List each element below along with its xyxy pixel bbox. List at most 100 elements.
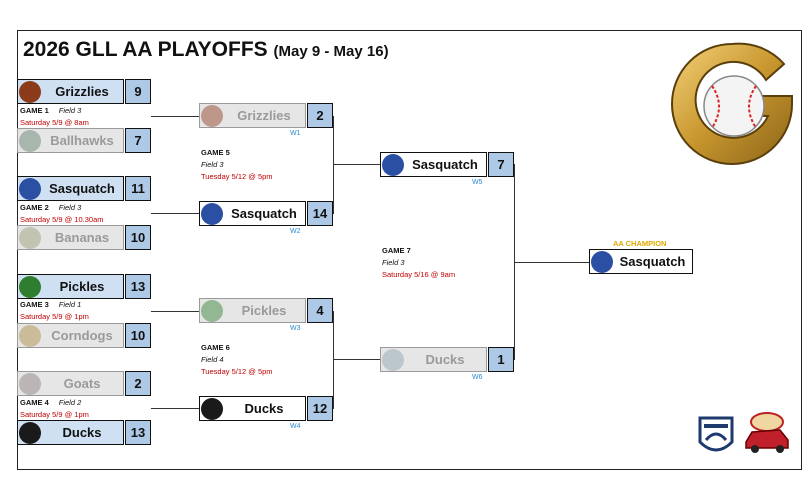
game3-info: GAME 3 Field 1 Saturday 5/9 @ 1pm bbox=[20, 299, 89, 323]
r1-g2-bottom-team[interactable]: Bananas 10 bbox=[17, 225, 151, 250]
corndogs-logo-icon bbox=[19, 324, 41, 347]
team-score: 2 bbox=[125, 371, 151, 396]
date-label: Tuesday 5/12 @ 5pm bbox=[201, 367, 273, 376]
game-label: GAME 4 bbox=[20, 398, 49, 407]
title-dates: (May 9 - May 16) bbox=[273, 43, 389, 60]
team-name: Grizzlies bbox=[237, 108, 291, 123]
little-league-logo-icon bbox=[694, 414, 738, 458]
game5-info: GAME 5 Field 3 Tuesday 5/12 @ 5pm bbox=[201, 147, 273, 183]
team-name: Pickles bbox=[59, 279, 105, 294]
ducks-logo-icon bbox=[382, 348, 404, 371]
r1-g4-bottom-team[interactable]: Ducks 13 bbox=[17, 420, 151, 445]
game-label: GAME 5 bbox=[201, 148, 230, 157]
sasquatch-logo-icon bbox=[19, 177, 41, 200]
game-label: GAME 1 bbox=[20, 106, 49, 115]
team-score: 10 bbox=[125, 323, 151, 348]
r2-w3-team[interactable]: Pickles 4 bbox=[199, 298, 333, 323]
ducks-logo-icon bbox=[201, 397, 223, 420]
team-name: Grizzlies bbox=[55, 84, 109, 99]
team-score: 1 bbox=[488, 347, 514, 372]
team-score: 4 bbox=[307, 298, 333, 323]
goats-logo-icon bbox=[19, 372, 41, 395]
r1-g3-bottom-team[interactable]: Corndogs 10 bbox=[17, 323, 151, 348]
team-name: Bananas bbox=[54, 230, 110, 245]
game6-info: GAME 6 Field 4 Tuesday 5/12 @ 5pm bbox=[201, 342, 273, 378]
sasquatch-logo-icon bbox=[382, 153, 404, 176]
game-label: GAME 2 bbox=[20, 203, 49, 212]
final-w6-team[interactable]: Ducks 1 bbox=[380, 347, 514, 372]
date-label: Saturday 5/9 @ 1pm bbox=[20, 312, 89, 321]
team-name: Sasquatch bbox=[619, 254, 686, 269]
team-score: 7 bbox=[488, 152, 514, 177]
r1-g4-top-team[interactable]: Goats 2 bbox=[17, 371, 151, 396]
team-score: 13 bbox=[125, 274, 151, 299]
date-label: Saturday 5/9 @ 8am bbox=[20, 118, 89, 127]
winner-slot-label: W6 bbox=[472, 374, 483, 381]
page-title: 2026 GLL AA PLAYOFFS (May 9 - May 16) bbox=[23, 38, 389, 62]
sasquatch-logo-icon bbox=[591, 250, 613, 273]
champion-label: AA CHAMPION bbox=[613, 239, 667, 248]
connector bbox=[333, 116, 334, 214]
game7-info: GAME 7 Field 3 Saturday 5/16 @ 9am bbox=[382, 245, 455, 281]
game-label: GAME 7 bbox=[382, 246, 411, 255]
connector bbox=[151, 311, 199, 312]
team-score: 13 bbox=[125, 420, 151, 445]
field-label: Field 3 bbox=[382, 258, 405, 267]
team-score: 7 bbox=[125, 128, 151, 153]
winner-slot-label: W4 bbox=[290, 423, 301, 430]
team-name: Sasquatch bbox=[412, 157, 478, 172]
r1-g1-bottom-team[interactable]: Ballhawks 7 bbox=[17, 128, 151, 153]
r2-w2-team[interactable]: Sasquatch 14 bbox=[199, 201, 333, 226]
team-score: 12 bbox=[307, 396, 333, 421]
ballhawks-logo-icon bbox=[19, 129, 41, 152]
game2-info: GAME 2 Field 3 Saturday 5/9 @ 10.30am bbox=[20, 202, 104, 226]
date-label: Saturday 5/16 @ 9am bbox=[382, 270, 456, 279]
sasquatch-logo-icon bbox=[201, 202, 223, 225]
r2-w1-team[interactable]: Grizzlies 2 bbox=[199, 103, 333, 128]
team-score: 10 bbox=[125, 225, 151, 250]
winner-slot-label: W3 bbox=[290, 325, 301, 332]
game-label: GAME 3 bbox=[20, 300, 49, 309]
bananas-logo-icon bbox=[19, 226, 41, 249]
team-name: Corndogs bbox=[51, 328, 113, 343]
r1-g3-top-team[interactable]: Pickles 13 bbox=[17, 274, 151, 299]
winner-slot-label: W2 bbox=[290, 228, 301, 235]
date-label: Tuesday 5/12 @ 5pm bbox=[201, 172, 273, 181]
field-label: Field 1 bbox=[58, 300, 82, 309]
team-name: Sasquatch bbox=[231, 206, 297, 221]
connector bbox=[151, 116, 199, 117]
team-score: 9 bbox=[125, 79, 151, 104]
winner-slot-label: W5 bbox=[472, 179, 483, 186]
gll-logo-icon bbox=[668, 40, 796, 168]
r1-g2-top-team[interactable]: Sasquatch 11 bbox=[17, 176, 151, 201]
r2-w4-team[interactable]: Ducks 12 bbox=[199, 396, 333, 421]
grizzlies-logo-icon bbox=[201, 104, 223, 127]
team-name: Ballhawks bbox=[50, 133, 114, 148]
team-name: Ducks bbox=[62, 425, 102, 440]
field-label: Field 4 bbox=[201, 355, 224, 364]
champion-team[interactable]: Sasquatch bbox=[589, 249, 693, 274]
team-score: 14 bbox=[307, 201, 333, 226]
field-label: Field 3 bbox=[58, 203, 82, 212]
field-label: Field 3 bbox=[201, 160, 224, 169]
game-label: GAME 6 bbox=[201, 343, 230, 352]
pickles-logo-icon bbox=[19, 275, 41, 298]
final-w5-team[interactable]: Sasquatch 7 bbox=[380, 152, 514, 177]
connector bbox=[514, 262, 589, 263]
team-score: 2 bbox=[307, 103, 333, 128]
pickles-logo-icon bbox=[201, 299, 223, 322]
winner-slot-label: W1 bbox=[290, 130, 301, 137]
title-text: 2026 GLL AA PLAYOFFS bbox=[23, 38, 268, 61]
connector bbox=[151, 408, 199, 409]
ducks-logo-icon bbox=[19, 421, 41, 444]
grizzlies-logo-icon bbox=[19, 80, 41, 103]
connector bbox=[151, 213, 199, 214]
connector bbox=[333, 359, 380, 360]
field-label: Field 2 bbox=[58, 398, 82, 407]
date-label: Saturday 5/9 @ 10.30am bbox=[20, 215, 104, 224]
team-name: Ducks bbox=[244, 401, 284, 416]
team-name: Sasquatch bbox=[49, 181, 115, 196]
r1-g1-top-team[interactable]: Grizzlies 9 bbox=[17, 79, 151, 104]
